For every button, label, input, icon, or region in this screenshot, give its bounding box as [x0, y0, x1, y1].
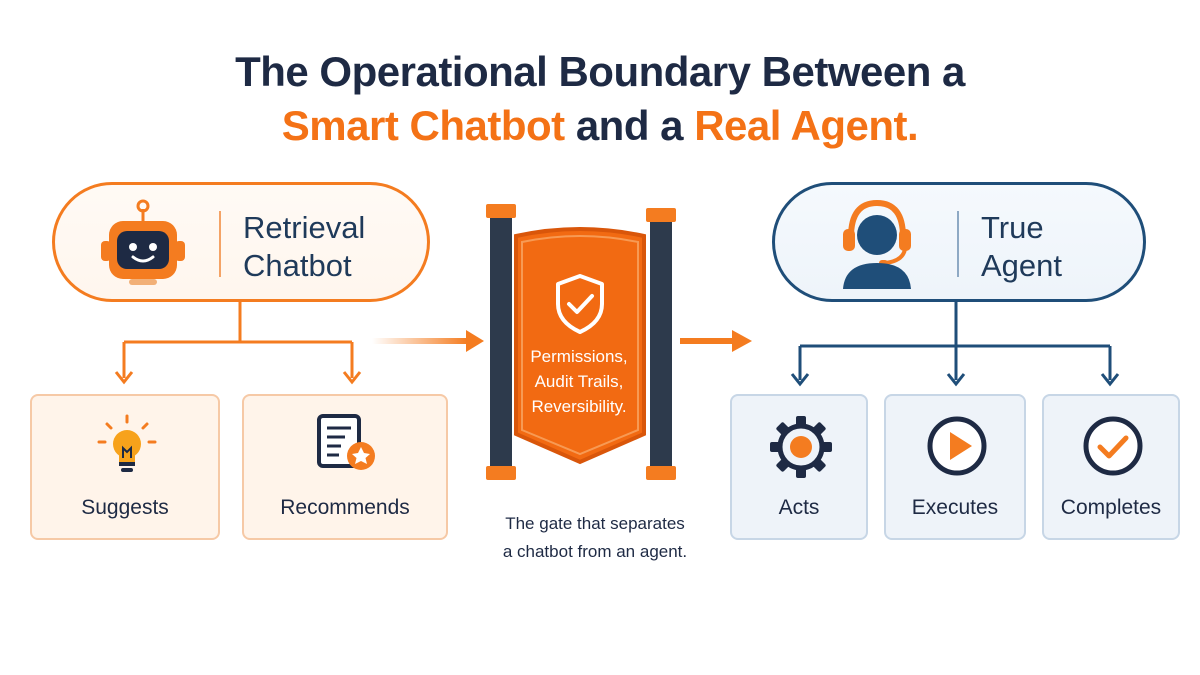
retrieval-chatbot-pill: Retrieval Chatbot [52, 182, 430, 302]
lightbulb-icon [97, 414, 157, 472]
right-branch-lines [790, 302, 1120, 387]
completes-card: Completes [1042, 394, 1180, 540]
gate-reversibility: Reversibility. [531, 397, 627, 416]
true-agent-label: True Agent [981, 209, 1062, 285]
executes-label: Executes [911, 496, 999, 519]
pill-divider [219, 211, 221, 277]
retrieval-chatbot-label: Retrieval Chatbot [243, 209, 365, 285]
left-branch-lines [114, 302, 362, 385]
gate-arrows [372, 330, 752, 352]
retrieval-chatbot-line1: Retrieval [243, 210, 366, 245]
document-star-icon [317, 414, 375, 470]
true-agent-pill: True Agent [772, 182, 1146, 302]
recommends-card: Recommends [242, 394, 448, 540]
completes-label: Completes [1060, 496, 1162, 519]
caption-line-2: a chatbot from an agent. [502, 542, 688, 561]
checkmark-icon [1083, 416, 1143, 476]
retrieval-chatbot-line2: Chatbot [243, 248, 352, 283]
gate-text: Permissions, Audit Trails, Reversibility… [514, 344, 644, 419]
play-icon [927, 416, 987, 476]
robot-icon [101, 199, 185, 285]
gate-graphic [486, 204, 676, 480]
headset-person-icon [843, 199, 911, 289]
title-line-2: Smart Chatbot and a Real Agent. [0, 102, 1200, 150]
gear-icon [770, 416, 832, 478]
gate-permissions: Permissions, [530, 347, 628, 366]
title-real-agent: Real Agent. [694, 102, 919, 149]
acts-card: Acts [730, 394, 868, 540]
acts-label: Acts [778, 496, 820, 519]
suggests-card: Suggests [30, 394, 220, 540]
gate-caption: The gate that separates a chatbot from a… [460, 510, 730, 566]
true-agent-line2: Agent [981, 248, 1063, 283]
executes-card: Executes [884, 394, 1026, 540]
title-smart-chatbot: Smart Chatbot [281, 102, 565, 149]
gate-audit-trails: Audit Trails, [534, 372, 624, 391]
shield-check-icon [556, 274, 604, 334]
caption-line-1: The gate that separates [505, 514, 685, 533]
title-connector: and a [564, 102, 695, 149]
title-line-1: The Operational Boundary Between a [235, 48, 965, 95]
pill-divider [957, 211, 959, 277]
true-agent-line1: True [981, 210, 1044, 245]
suggests-label: Suggests [81, 496, 169, 519]
recommends-label: Recommends [280, 496, 410, 519]
